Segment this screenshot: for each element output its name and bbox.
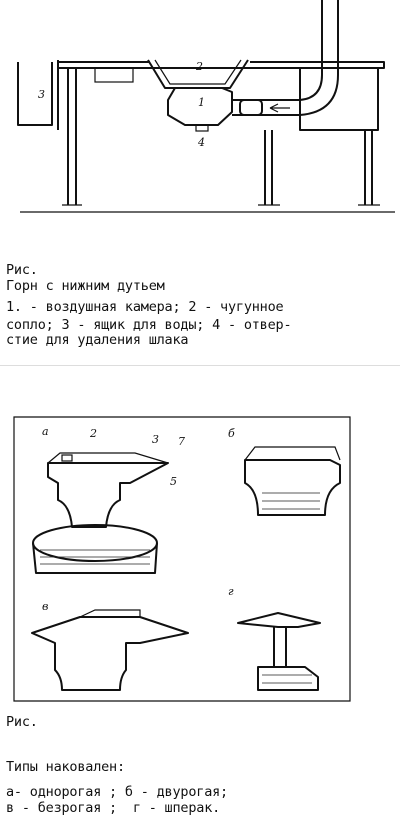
anvils-legend-line2: в - безрогая ; г - шперак. (6, 800, 221, 816)
forge-label-1: 1 (198, 96, 205, 109)
forge-label-4: 4 (197, 136, 205, 149)
forge-legend-line3: стие для удаления шлака (6, 332, 189, 348)
forge-caption-title: Горн с нижним дутьем (6, 278, 165, 294)
forge-label-3: 3 (38, 88, 45, 101)
forge-legend-line2: сопло; 3 - ящик для воды; 4 - отвер- (6, 317, 292, 333)
anvil-a-label-2: 2 (89, 427, 97, 440)
forge-label-2: 2 (195, 60, 203, 73)
forge-diagram: 3 2 1 4 (17, 0, 395, 213)
anvil-a-label: а (42, 425, 49, 438)
anvil-v-label: в (42, 600, 48, 613)
page-divider (0, 365, 400, 366)
anvil-a-label-5: 5 (170, 475, 177, 488)
forge-legend-line1: 1. - воздушная камера; 2 - чугунное (6, 299, 284, 315)
anvils-diagram: а 2 3 7 5 б в г (13, 416, 351, 702)
anvil-b-label: б (228, 427, 235, 440)
anvil-g-label: г (228, 585, 234, 598)
anvils-legend-line1: а- однорогая ; б - двурогая; (6, 784, 228, 800)
anvils-caption-fig: Рис. (6, 714, 38, 730)
anvil-a-label-3: 3 (152, 433, 159, 446)
forge-caption-fig: Рис. (6, 262, 38, 278)
anvils-caption-title: Типы наковален: (6, 759, 125, 775)
anvil-a-label-7: 7 (178, 435, 185, 448)
